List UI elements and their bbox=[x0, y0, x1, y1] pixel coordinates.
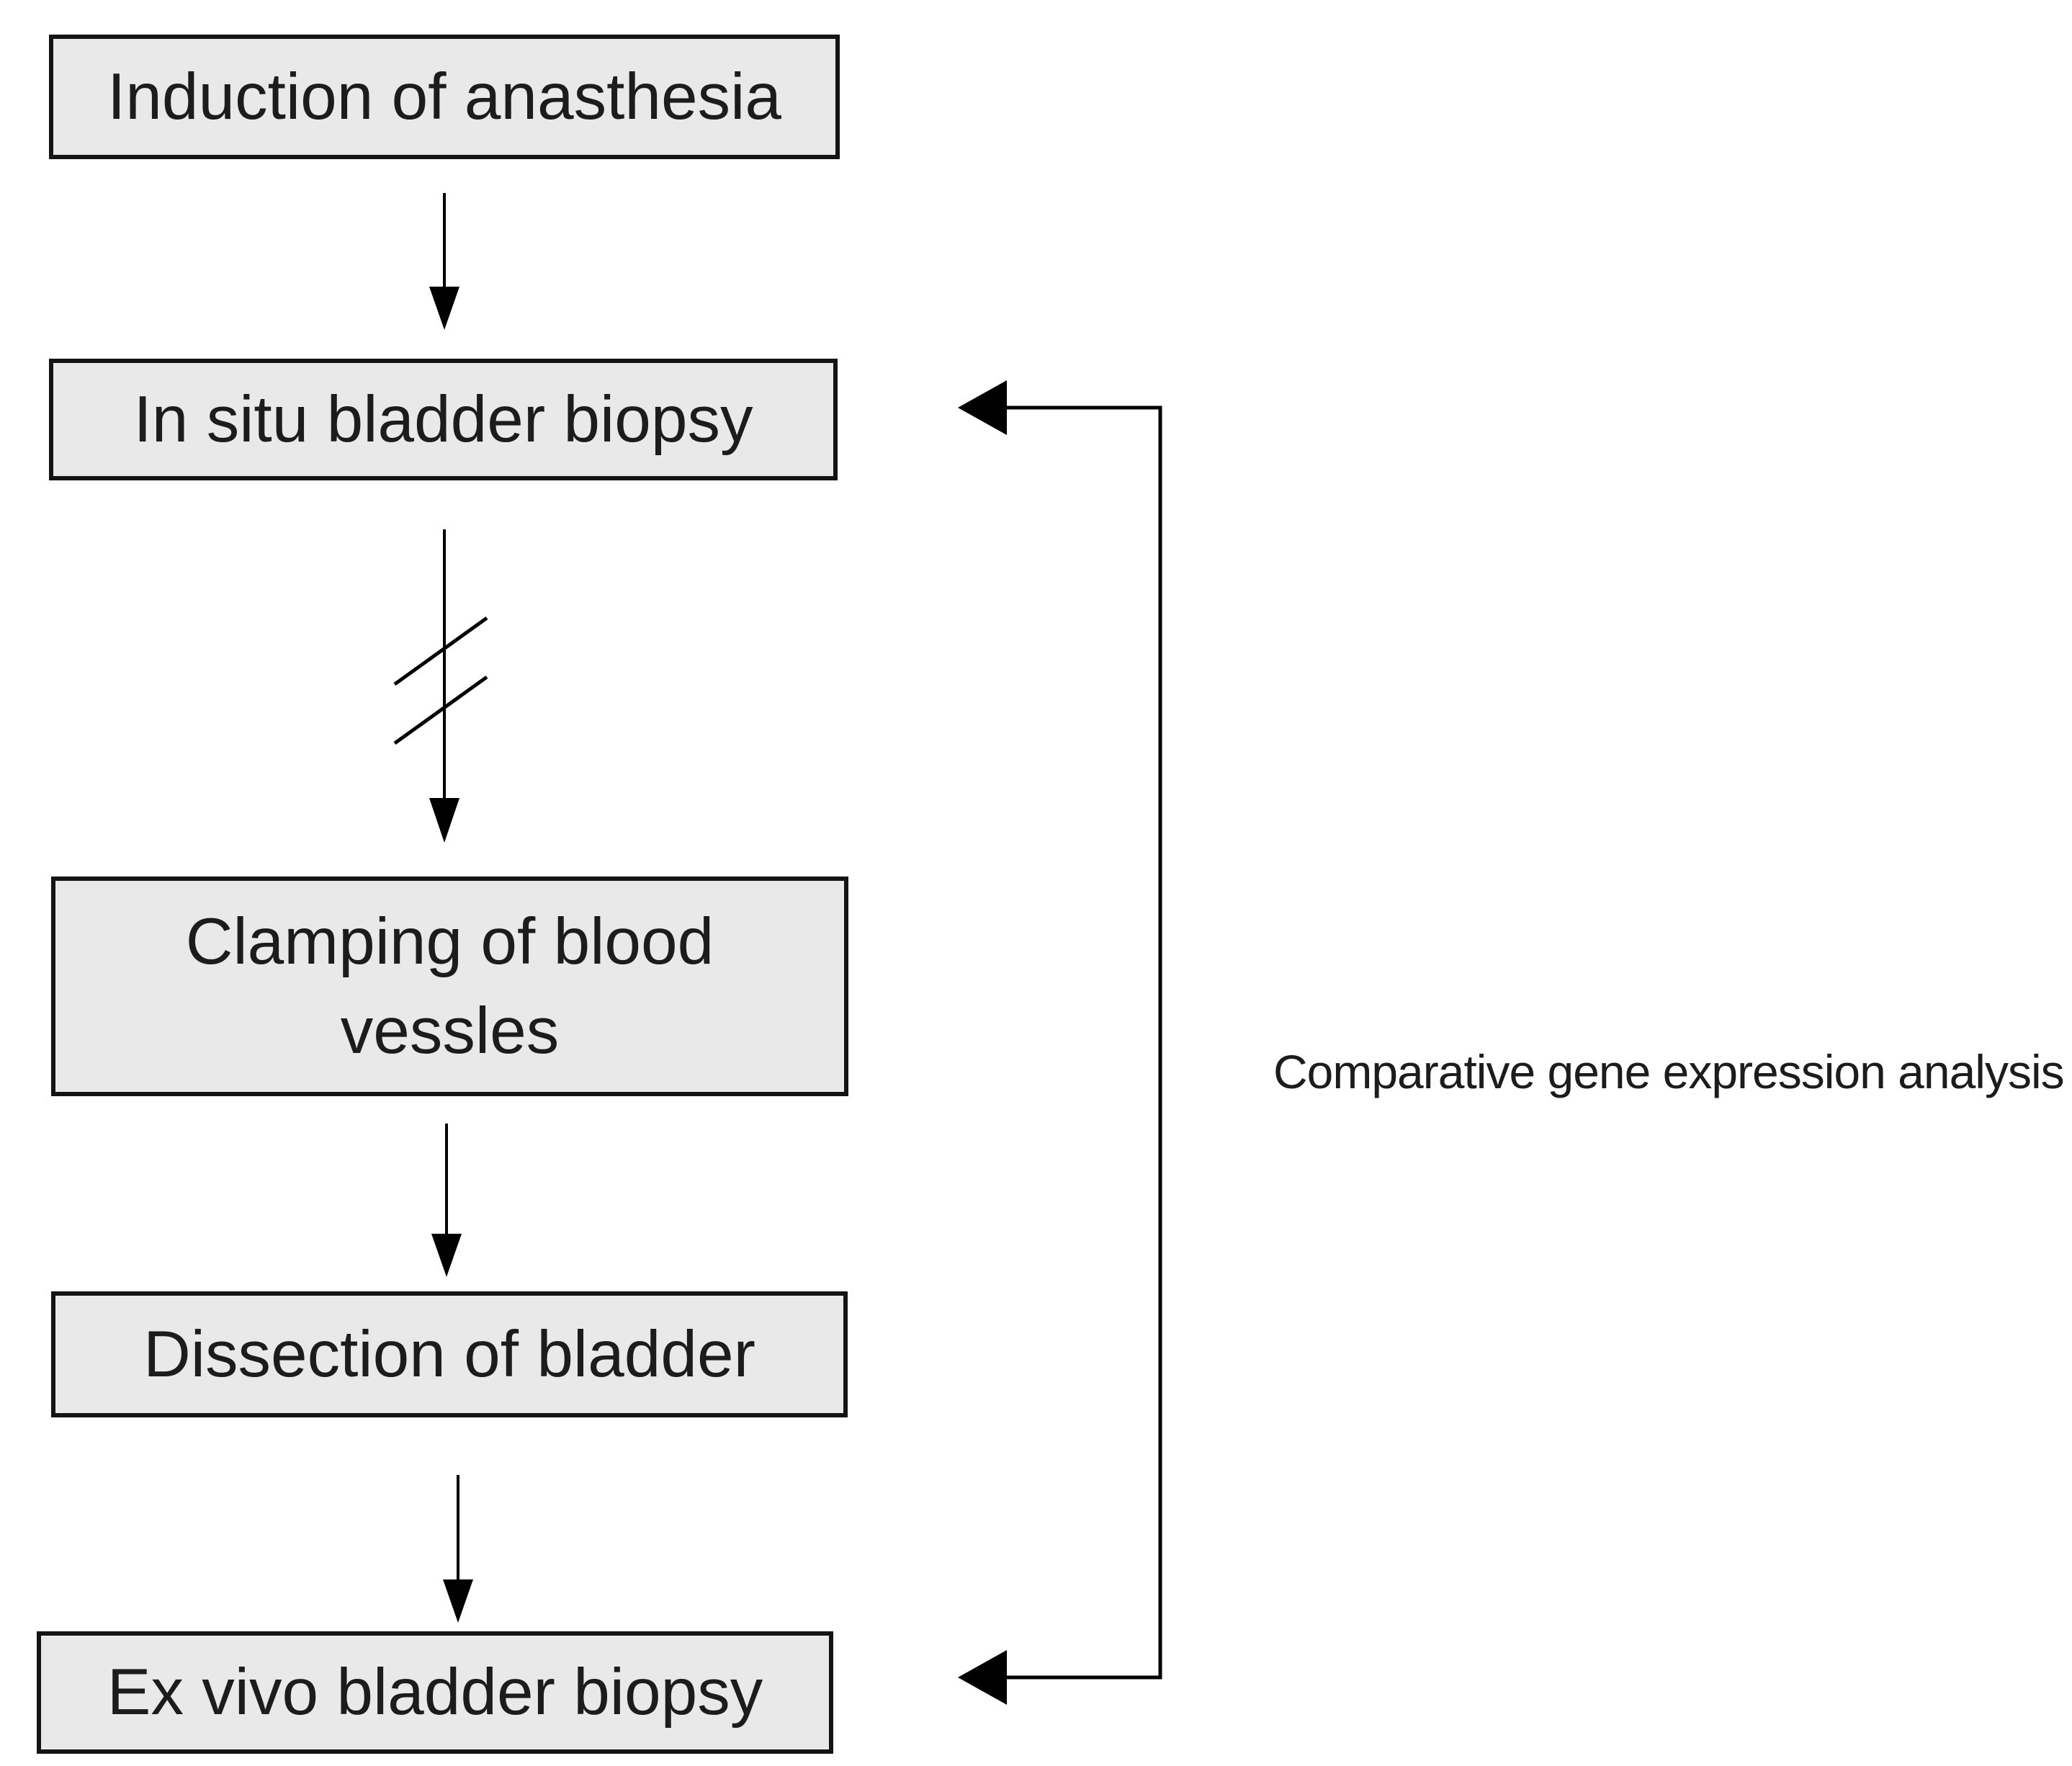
node-label-induction-of-anasthesia: Induction of anasthesia bbox=[107, 60, 781, 133]
arrow-clamping-to-dissection-head bbox=[431, 1234, 462, 1277]
node-dissection-of-bladder: Dissection of bladder bbox=[51, 1291, 848, 1417]
node-induction-of-anasthesia: Induction of anasthesia bbox=[49, 35, 840, 159]
node-label-dissection-of-bladder: Dissection of bladder bbox=[143, 1317, 755, 1391]
node-label-in-situ-bladder-biopsy: In situ bladder biopsy bbox=[133, 382, 753, 456]
arrow-dissection-to-exvivo-head bbox=[443, 1579, 473, 1623]
comparison-bracket-arrowhead-bottom bbox=[958, 1650, 1007, 1705]
node-label-clamping-of-blood-vessles: Clamping of blood vessles bbox=[185, 905, 714, 1067]
node-ex-vivo-bladder-biopsy: Ex vivo bladder biopsy bbox=[37, 1631, 833, 1754]
comparison-bracket-label: Comparative gene expression analysis bbox=[1273, 1045, 2065, 1098]
node-in-situ-bladder-biopsy: In situ bladder biopsy bbox=[49, 359, 838, 480]
arrow-induction-to-insitu-head bbox=[429, 287, 459, 330]
time-break-slash-2 bbox=[393, 675, 488, 745]
comparison-bracket-line bbox=[1005, 405, 1162, 1680]
node-clamping-of-blood-vessles: Clamping of blood vessles bbox=[51, 877, 848, 1096]
node-label-ex-vivo-bladder-biopsy: Ex vivo bladder biopsy bbox=[107, 1656, 763, 1729]
comparison-bracket-arrowhead-top bbox=[958, 380, 1007, 435]
arrow-insitu-to-clamping-head bbox=[429, 798, 459, 843]
time-break-slash-1 bbox=[393, 616, 488, 686]
